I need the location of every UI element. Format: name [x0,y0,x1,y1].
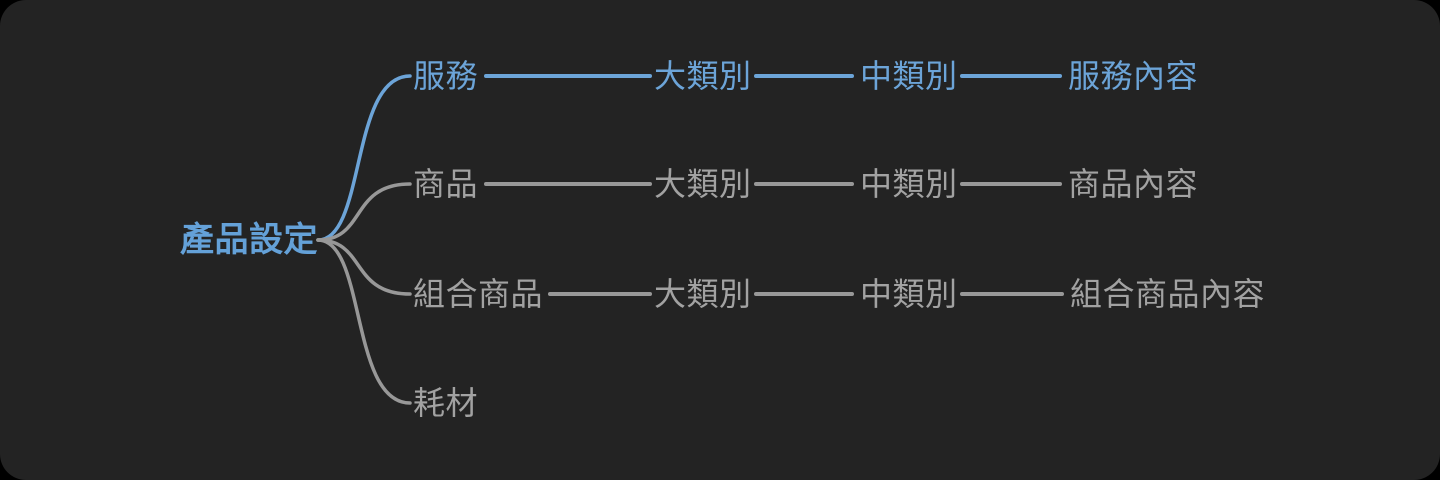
node-service-major-category[interactable]: 大類別 [654,58,752,94]
node-product-major-category[interactable]: 大類別 [654,166,752,202]
node-consumable[interactable]: 耗材 [413,385,479,421]
connector-root-combo [316,238,412,296]
node-service-content[interactable]: 服務內容 [1068,58,1199,94]
node-combo[interactable]: 組合商品 [413,276,544,312]
node-combo-content[interactable]: 組合商品內容 [1070,276,1266,312]
node-service[interactable]: 服務 [413,58,479,94]
node-combo-middle-category[interactable]: 中類別 [860,276,958,312]
node-service-middle-category[interactable]: 中類別 [860,58,958,94]
node-product-middle-category[interactable]: 中類別 [860,166,958,202]
node-combo-major-category[interactable]: 大類別 [654,276,752,312]
node-root[interactable]: 產品設定 [180,221,318,259]
connector-root-consumable [316,238,412,405]
node-product[interactable]: 商品 [413,166,479,202]
connector-root-product [316,182,412,242]
connector-root-service [316,74,412,242]
node-product-content[interactable]: 商品內容 [1068,166,1199,202]
